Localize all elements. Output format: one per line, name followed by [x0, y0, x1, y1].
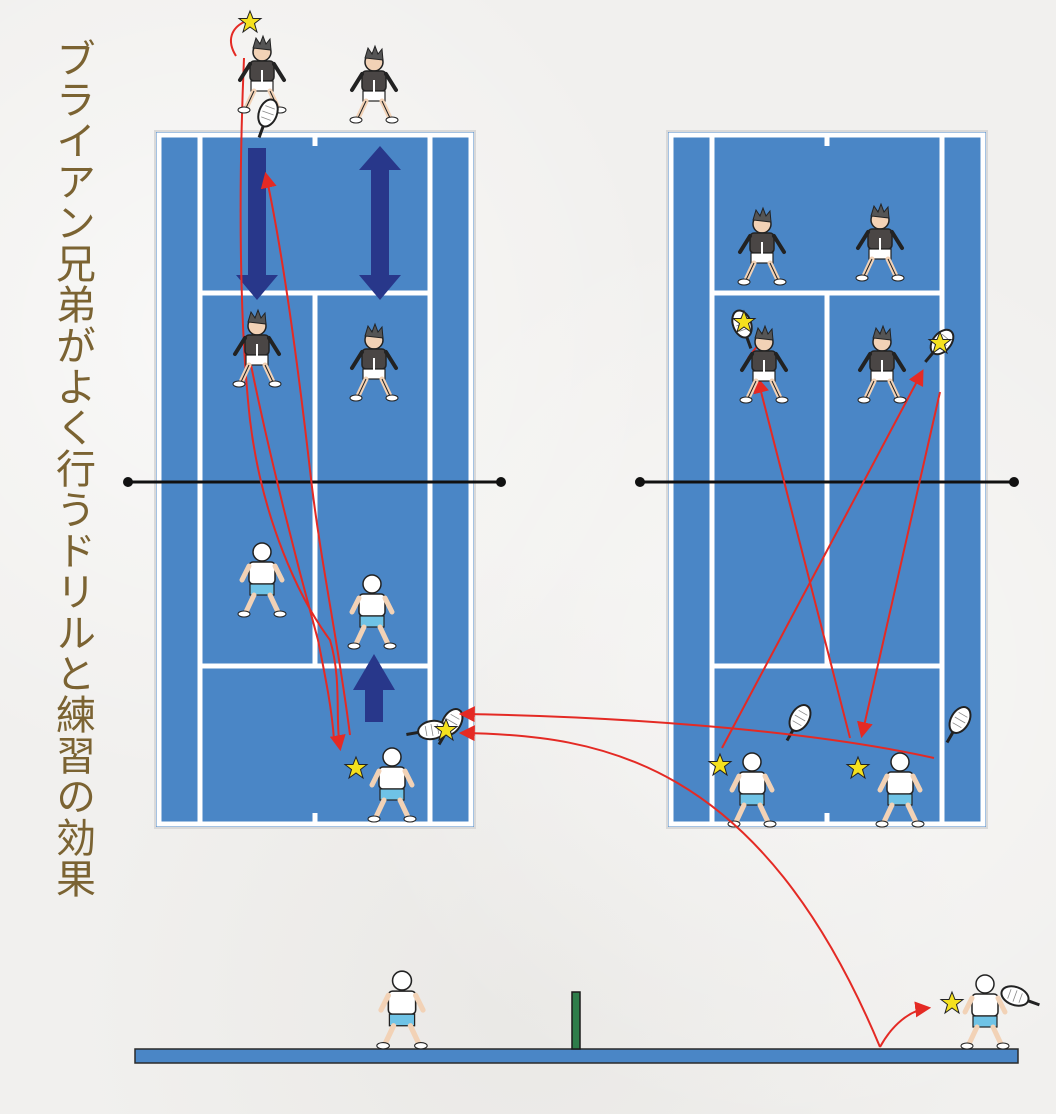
left-movement-arrows	[236, 146, 401, 722]
shot-path	[249, 359, 335, 741]
player-dark-baseline-2	[350, 46, 398, 123]
move-arrow-updown	[359, 146, 401, 300]
shot-arc	[229, 21, 245, 57]
right-shot-paths	[721, 344, 941, 749]
left-net	[123, 477, 506, 487]
player-white-right	[961, 975, 1009, 1049]
side-view-net	[571, 991, 581, 1050]
shot-path	[879, 1001, 932, 1048]
right-court	[666, 130, 988, 829]
left-court	[154, 130, 476, 829]
move-arrow-up	[353, 654, 395, 722]
shot-path	[753, 376, 851, 739]
shot-path	[857, 391, 941, 739]
shot-path	[260, 171, 351, 736]
player-white-left	[377, 971, 427, 1049]
ball-star-icon	[238, 10, 262, 33]
move-arrow-down	[236, 148, 278, 300]
shot-path	[239, 57, 346, 752]
shot-path	[721, 369, 924, 749]
vertical-title: ブライアン兄弟がよく行うドリルと練習の効果	[49, 38, 95, 899]
right-net	[635, 477, 1019, 487]
shot-path	[458, 706, 935, 759]
side-view-court	[134, 1048, 1019, 1064]
side-view	[134, 706, 1045, 1064]
ball-star-icon	[940, 991, 964, 1014]
side-view-shot-paths	[458, 706, 935, 1048]
shot-path	[458, 725, 881, 1048]
left-shot-paths	[229, 21, 351, 752]
player-dark-baseline-1	[238, 36, 286, 113]
